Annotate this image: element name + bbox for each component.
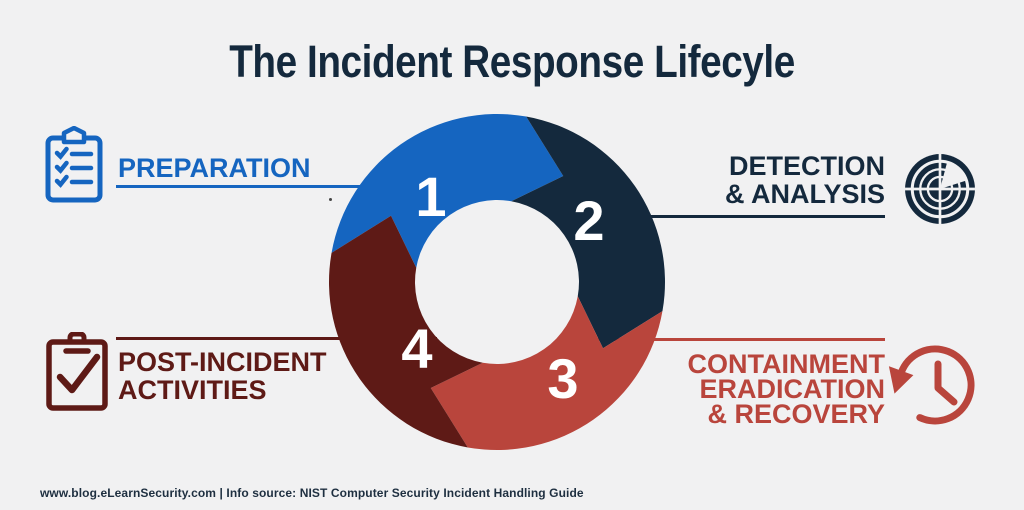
- segment-detection-analysis: [511, 116, 666, 349]
- post-incident-connector-line: [116, 337, 437, 340]
- preparation-label: PREPARATION: [118, 153, 311, 183]
- lifecycle-donut: 1 2 3 4: [328, 113, 666, 451]
- containment-line1: CONTAINMENT: [687, 349, 885, 379]
- radar-icon: [905, 154, 975, 224]
- detection-analysis-label: DETECTION & ANALYSIS: [725, 152, 885, 208]
- footer-text: www.blog.eLearnSecurity.com | Info sourc…: [40, 486, 584, 500]
- containment-line2: ERADICATION: [699, 374, 886, 404]
- containment-connector-line: [558, 338, 885, 341]
- detection-connector-line: [550, 215, 885, 218]
- post-incident-line1: POST-INCIDENT: [118, 347, 327, 377]
- detection-analysis-line2: & ANALYSIS: [724, 179, 885, 209]
- step-number-3: 3: [547, 347, 578, 410]
- post-incident-label: POST-INCIDENT ACTIVITIES: [118, 348, 327, 404]
- clipboard-checklist-icon: [45, 126, 103, 203]
- step-number-2: 2: [573, 189, 604, 252]
- page-title: The Incident Response Lifecyle: [229, 36, 795, 87]
- step-number-4: 4: [401, 317, 432, 380]
- clock-history-icon: [888, 345, 975, 425]
- post-incident-line2: ACTIVITIES: [118, 375, 267, 405]
- artifact-dot: [329, 198, 332, 201]
- containment-label: CONTAINMENT ERADICATION & RECOVERY: [687, 349, 886, 429]
- containment-line3: & RECOVERY: [707, 399, 885, 429]
- segment-containment: [430, 296, 663, 451]
- step-number-1: 1: [415, 165, 446, 228]
- segment-post-incident: [328, 215, 483, 448]
- preparation-connector-line: [116, 185, 460, 188]
- detection-analysis-line1: DETECTION: [728, 151, 885, 181]
- clipboard-check-icon: [46, 332, 108, 411]
- segment-preparation: [331, 113, 564, 268]
